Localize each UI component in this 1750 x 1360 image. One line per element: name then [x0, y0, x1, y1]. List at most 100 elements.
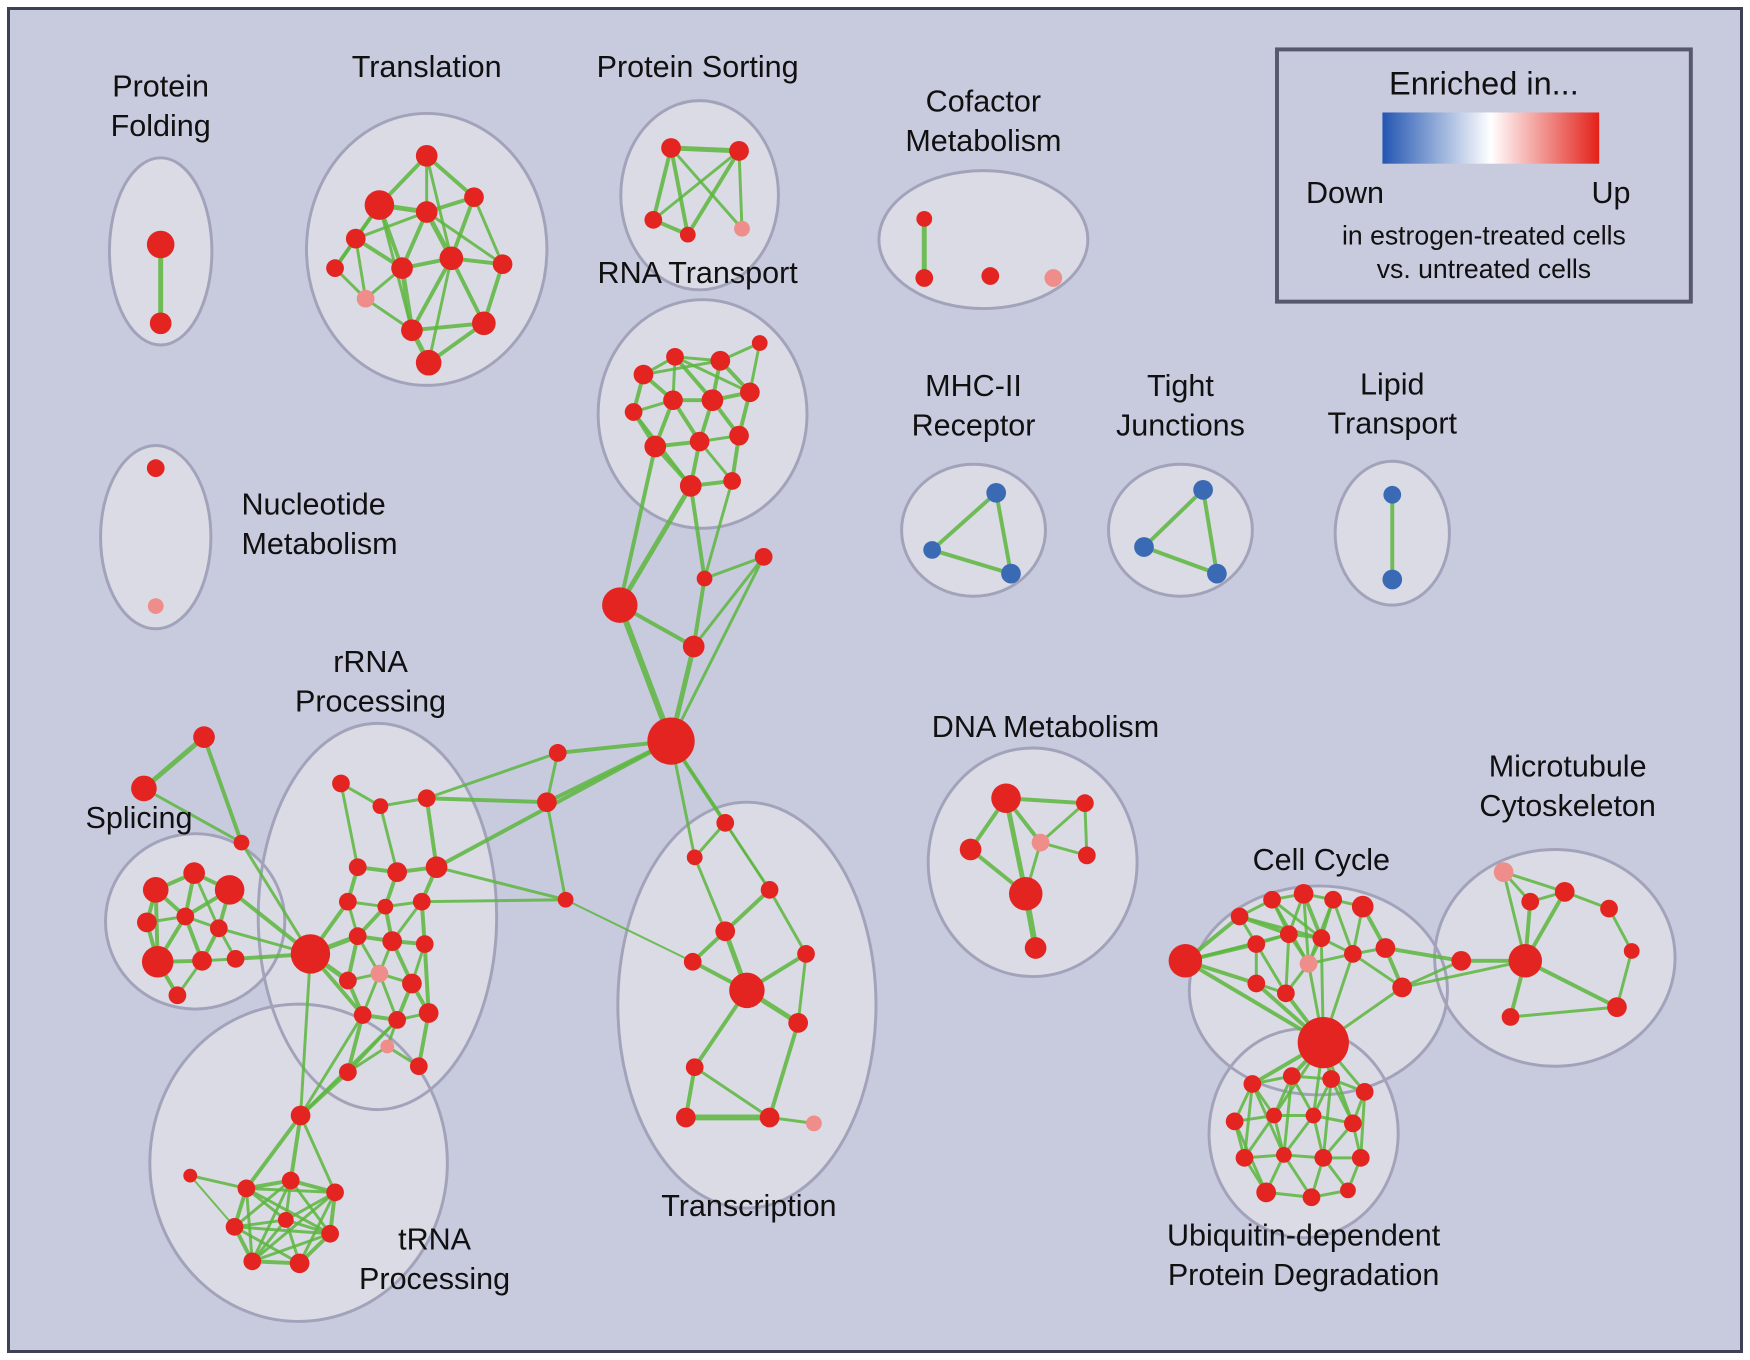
node-mt8 [1501, 1008, 1520, 1026]
node-ub9 [1235, 1149, 1254, 1167]
edge-ps2-ps5 [737, 149, 744, 231]
edge-tp4-tp9 [298, 1190, 337, 1265]
node-rr18 [388, 1011, 406, 1029]
edge-mt7-mt8 [1509, 1005, 1619, 1019]
edge-tp5-tp7 [233, 1225, 332, 1236]
node-dm3 [959, 838, 982, 861]
node-tp4 [326, 1183, 344, 1202]
node-dm7 [1024, 937, 1047, 959]
node-ts1 [193, 726, 215, 748]
node-tc6 [729, 972, 765, 1009]
node-cc14 [1277, 984, 1295, 1003]
node-cc15 [1392, 977, 1412, 998]
node-tp7 [321, 1224, 339, 1243]
node-rr16 [402, 973, 422, 994]
edge-ps2-ps3 [651, 149, 741, 222]
node-mt3 [1554, 881, 1575, 902]
edge-rr17-rr21 [345, 1013, 365, 1075]
edge-cx7-rr3 [424, 796, 549, 805]
node-tc1 [716, 814, 735, 832]
cluster-fill-trna-processing [149, 1004, 448, 1322]
node-rr17 [353, 1006, 372, 1024]
node-rt2 [666, 347, 684, 366]
edge-tl10-tl11 [409, 321, 486, 333]
legend-gradient-bar [1382, 112, 1600, 164]
node-ub15 [1340, 1182, 1356, 1199]
cluster-outline-transcription [616, 800, 878, 1210]
edge-ts1-ts2 [141, 734, 207, 791]
node-ub14 [1302, 1188, 1321, 1207]
node-rr10 [290, 934, 331, 974]
node-cc1 [1168, 944, 1203, 978]
node-rt7 [701, 389, 724, 412]
node-tc8 [788, 1013, 808, 1033]
edge-ts3-rr10 [239, 841, 312, 956]
edge-tl8-tl12 [427, 256, 453, 365]
node-ub7 [1305, 1107, 1322, 1124]
node-tl8 [439, 246, 464, 271]
node-nm2 [147, 598, 164, 614]
node-ub11 [1314, 1149, 1333, 1167]
node-cc12 [1375, 938, 1396, 958]
edge-tl3-tl9 [354, 237, 368, 301]
edge-ts2-ts3 [142, 786, 243, 845]
edge-tc1-tc3 [723, 821, 772, 892]
node-rr20 [380, 1039, 395, 1054]
edge-tl8-tl10 [409, 256, 454, 333]
node-ub13 [1256, 1182, 1277, 1203]
node-mt6 [1508, 944, 1543, 978]
edge-tj1-tj2 [1142, 487, 1206, 549]
node-ps5 [734, 220, 750, 237]
edge-cc3-cc9 [1270, 898, 1323, 940]
edge-tc7-tc8 [796, 952, 808, 1025]
node-tl4 [415, 201, 438, 223]
edge-rt12-cx2 [688, 483, 707, 581]
node-cx1 [602, 587, 638, 623]
node-cm1 [916, 211, 933, 227]
edge-rt2-rt8 [673, 355, 752, 394]
node-rt13 [723, 472, 741, 490]
node-rr4 [348, 858, 367, 877]
edge-cc7-cc14 [1254, 942, 1288, 995]
node-rr22 [409, 1057, 428, 1076]
node-sp2 [183, 862, 205, 884]
cluster-outline-translation [305, 111, 549, 387]
node-cc9 [1312, 929, 1331, 948]
node-tc10 [675, 1107, 696, 1128]
node-tc5 [683, 952, 702, 971]
node-tp5 [225, 1217, 244, 1236]
edge-tp1-rr17 [299, 1013, 365, 1117]
cluster-outline-rrna-processing [256, 721, 499, 1112]
edge-cx2-cx3 [703, 555, 766, 580]
node-cx4 [682, 635, 705, 658]
node-lt2 [1382, 569, 1403, 590]
node-pf1 [146, 230, 175, 259]
node-sp10 [168, 986, 187, 1005]
edge-tp3-tp5 [233, 1179, 293, 1229]
node-cc13 [1247, 974, 1266, 993]
edge-ps1-ps5 [669, 146, 744, 231]
node-cc5 [1324, 890, 1343, 909]
node-ps3 [644, 211, 663, 229]
legend-desc-line2: vs. untreated cells [1377, 254, 1591, 284]
edge-cx8-tc5 [564, 898, 694, 963]
node-nm1 [146, 459, 165, 478]
node-mh3 [1001, 563, 1021, 584]
edge-cc15-mt5 [1400, 959, 1463, 989]
node-mt1 [1493, 862, 1514, 882]
edge-mh1-mh3 [994, 490, 1013, 576]
edge-rt12-cx1 [617, 483, 694, 608]
node-ub3 [1322, 1070, 1341, 1088]
cluster-label-dna-metabolism: DNA Metabolism [932, 710, 1159, 744]
node-mt4 [1600, 899, 1618, 918]
node-rr7 [339, 892, 357, 911]
legend: Enriched in... Down Up in estrogen-treat… [1275, 47, 1693, 304]
node-tc11 [759, 1107, 780, 1128]
cluster-outline-dna-metabolism [926, 746, 1139, 979]
node-ps4 [679, 226, 696, 243]
